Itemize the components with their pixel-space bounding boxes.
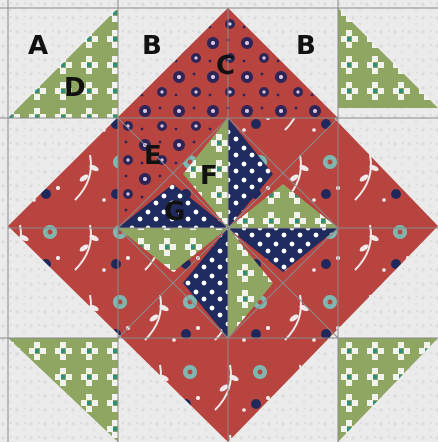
label-g: G	[164, 197, 185, 227]
label-e: E	[144, 141, 162, 171]
label-c: C	[216, 51, 235, 81]
label-d: D	[64, 73, 86, 103]
label-f: F	[200, 161, 218, 191]
label-a: A	[28, 31, 48, 61]
label-b-right: B	[296, 31, 316, 61]
label-b-left: B	[142, 31, 162, 61]
